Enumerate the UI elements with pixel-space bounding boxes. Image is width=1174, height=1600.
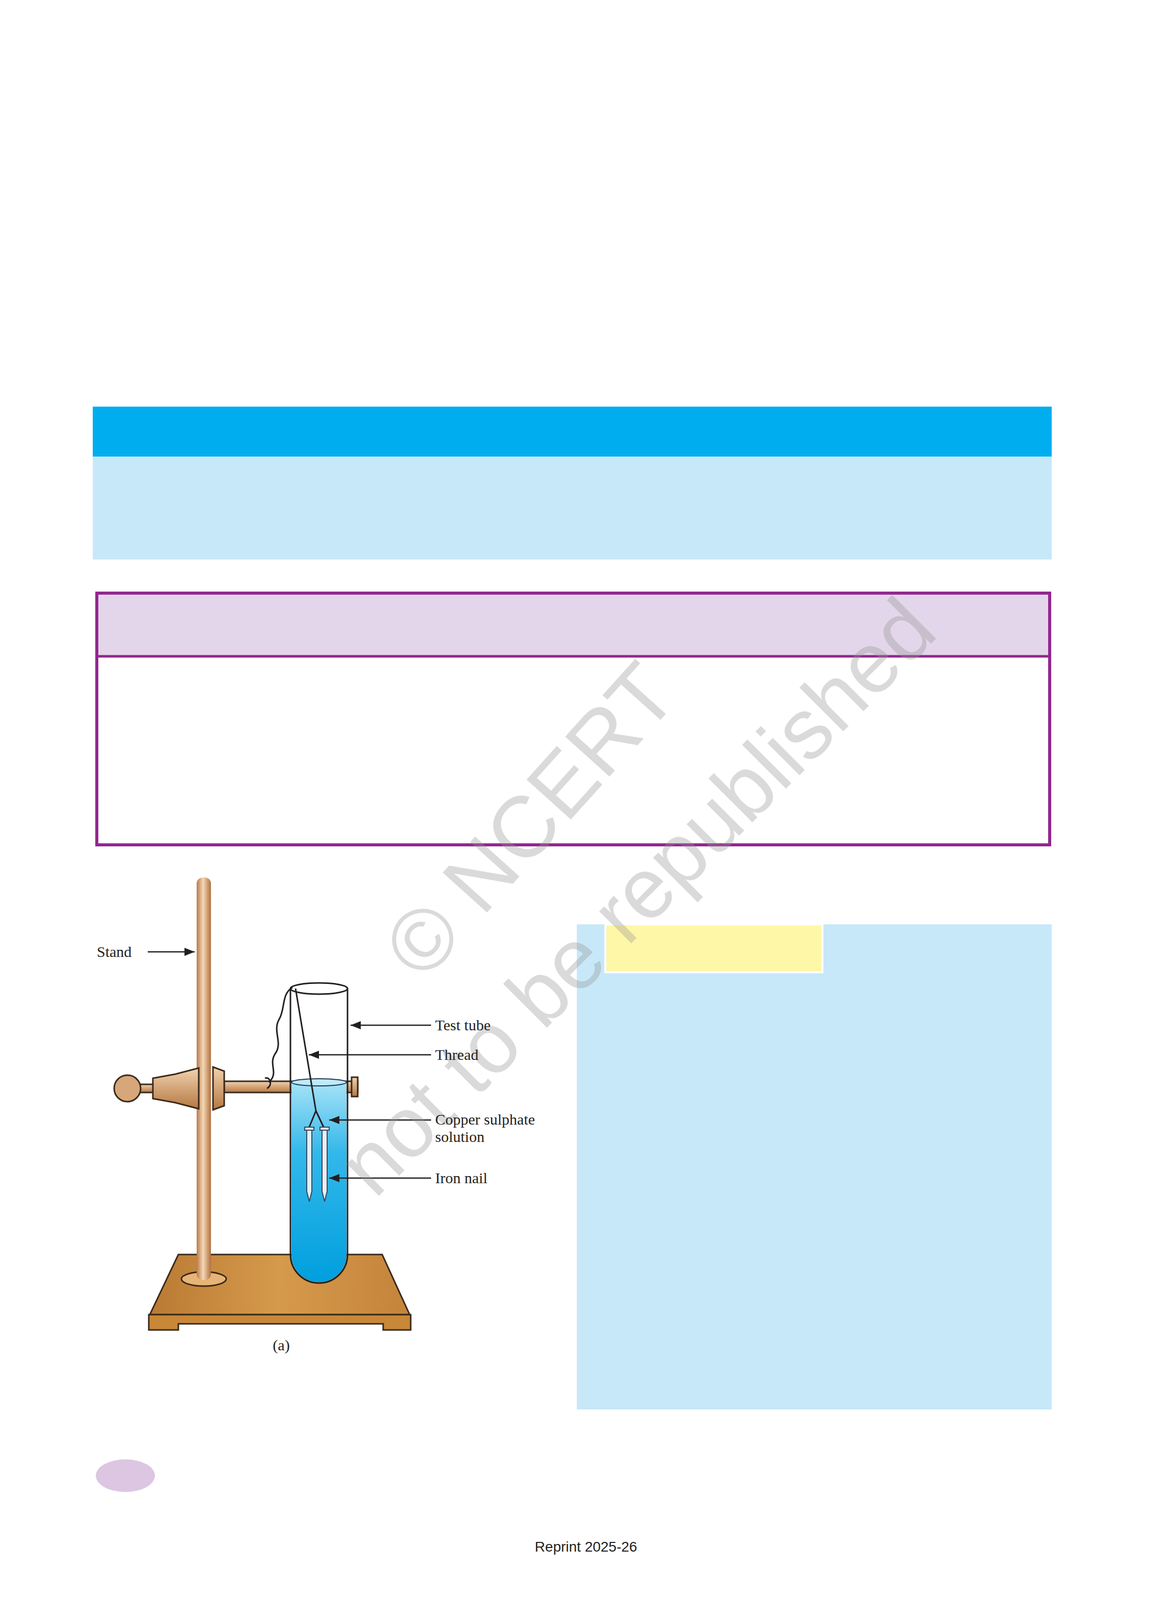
part-label: Copper sulphate solution [435, 1110, 563, 1146]
part-label: Thread [435, 1046, 479, 1064]
figure-label: (a) [272, 1336, 290, 1355]
footer-text: Reprint 2025-26 [535, 1538, 638, 1556]
header-bar [92, 406, 1052, 457]
info-panel [92, 456, 1052, 560]
part-label: Stand [96, 943, 132, 962]
stand-base [148, 1254, 411, 1330]
thread [264, 987, 325, 1129]
side-panel [576, 924, 1052, 1410]
part-label: Test tube [435, 1016, 491, 1035]
page-number-oval [95, 1459, 155, 1492]
part-label: Iron nail [435, 1169, 488, 1188]
